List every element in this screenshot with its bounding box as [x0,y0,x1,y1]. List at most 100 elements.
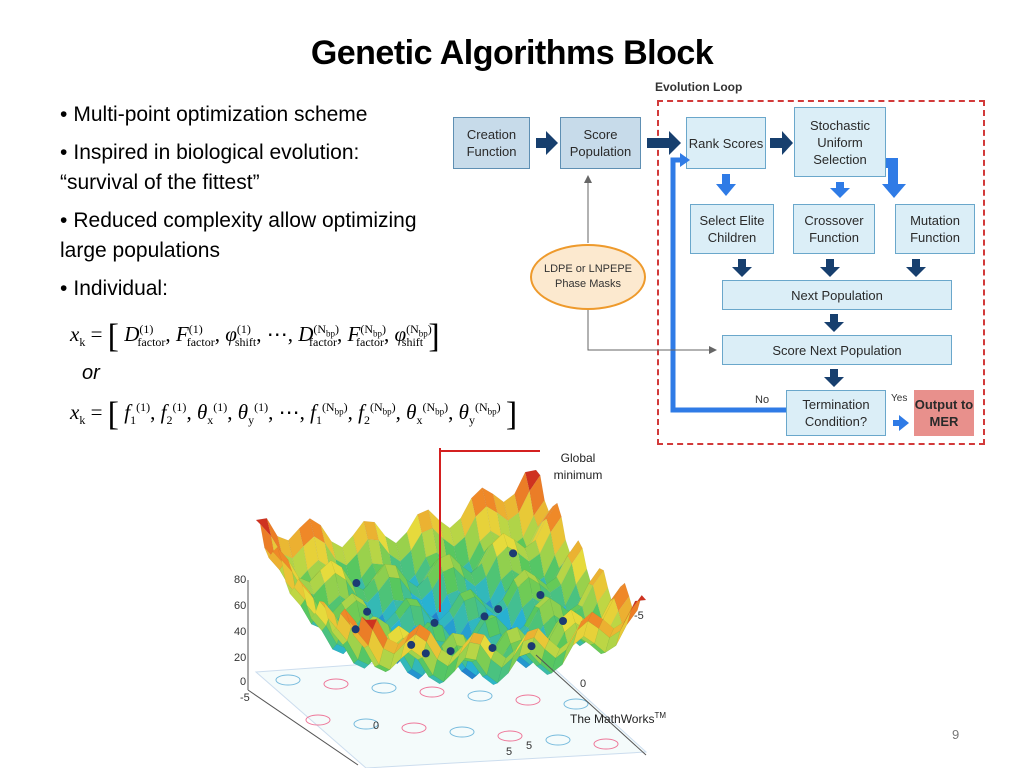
crossover-box: Crossover Function [793,204,875,254]
or-label: or [82,362,100,384]
population-point [446,647,455,656]
surface-facet [522,627,539,642]
bullet-item: •Reduced complexity allow optimizing lar… [60,206,430,266]
arrow-right-icon [536,131,558,155]
floor-contour [449,726,475,738]
y-axis-line [535,654,647,756]
population-point [480,612,489,621]
surface-facet [490,649,507,669]
population-point [494,605,503,614]
floor-contour [353,718,379,730]
population-point [559,617,567,625]
arrow-right-icon [893,415,909,431]
surface-facet [393,633,410,655]
floor-contour [545,734,571,746]
arrow-down-icon [732,259,752,277]
floor-contour [305,714,331,726]
no-label: No [755,394,770,406]
global-minimum-line [439,448,540,612]
floor-contour [401,722,427,734]
phase-masks-ellipse: LDPE or LNPEPE Phase Masks [530,244,646,310]
floor-contour [371,682,397,694]
surface-facet [609,621,625,639]
mutation-box: Mutation Function [895,204,975,254]
surface-plot-svg [247,469,648,769]
individual-formula-1: xk = [ D(1)factor, F(1)factor, φ(1)shift… [70,318,440,355]
floor-contour [275,674,301,686]
z-tick: 60 [234,600,247,612]
select-elite-box: Select Elite Children [690,204,774,254]
x-axis-line [247,689,359,766]
surface-facet [415,623,431,643]
evolution-loop-title: Evolution Loop [655,80,743,94]
surface-facet [383,638,399,655]
population-point [407,640,416,649]
creation-function-box: Creation Function [453,117,530,169]
bullet-text: Inspired in biological evolution: “survi… [60,141,360,194]
output-to-mer-box: Output to MER [914,390,974,436]
bullet-text: Individual: [73,277,168,300]
surface-facet [447,645,464,667]
axis-tick: -5 [634,610,644,622]
individual-formula-2: xk = [ f1(1), f2(1), θx(1), θy(1), ⋯, f1… [70,396,518,433]
surface-facet [620,600,636,631]
loop-back-line [670,157,786,413]
surface-facet [501,648,517,668]
bullet-text: Reduced complexity allow optimizing larg… [60,209,417,262]
evolution-loop-frame [657,100,985,445]
arrow-down-icon [906,259,926,277]
z-tick: 20 [234,652,247,664]
bullet-item: •Inspired in biological evolution: “surv… [60,138,430,198]
bullet-dot: • [60,277,68,300]
axis-tick: 5 [526,740,533,752]
population-point [527,642,536,651]
surface-facet [361,616,378,630]
floor-contour [593,738,619,750]
surface-facet [566,621,582,650]
surface-facet [469,632,485,645]
floor-contour [515,694,541,706]
arrow-bend-icon [882,158,906,198]
population-point [488,643,497,652]
bullet-item: •Individual: [60,274,430,304]
slide-title: Genetic Algorithms Block [310,34,714,72]
population-point [430,618,439,627]
arrow-down-icon [824,369,844,387]
rank-scores-box: Rank Scores [686,117,766,169]
population-point [351,625,360,634]
arrow-right-icon [680,153,690,167]
bullet-dot: • [60,141,68,164]
termination-box: Termination Condition? [786,390,886,436]
bullet-list: •Multi-point optimization scheme •Inspir… [60,100,430,312]
stochastic-selection-box: Stochastic Uniform Selection [794,107,886,177]
surface-plot [228,440,648,769]
population-point [363,607,372,616]
z-tick: 80 [234,574,247,586]
floor-contour [323,678,349,690]
arrow-down-icon [716,174,736,196]
bullet-dot: • [60,103,68,126]
arrow-down-icon [824,314,844,332]
population-point [352,579,361,588]
score-next-population-box: Score Next Population [722,335,952,365]
surface-facet [458,632,474,656]
surface-facet [512,631,528,658]
surface-facet [436,649,453,667]
page-number: 9 [952,727,960,742]
yes-label: Yes [891,393,908,404]
floor-contour [497,730,523,742]
z-tick: 0 [240,676,247,688]
score-population-box: Score Population [560,117,641,169]
floor-contour [419,686,445,698]
mathworks-credit: The MathWorksTM [570,711,667,726]
axis-tick: 0 [580,678,587,690]
floor-contour [563,698,589,710]
next-population-box: Next Population [722,280,952,310]
arrow-down-icon [820,259,840,277]
axis-tick: 5 [506,746,513,758]
population-point [509,549,518,558]
population-point [421,649,430,658]
surface-facet [630,594,647,611]
